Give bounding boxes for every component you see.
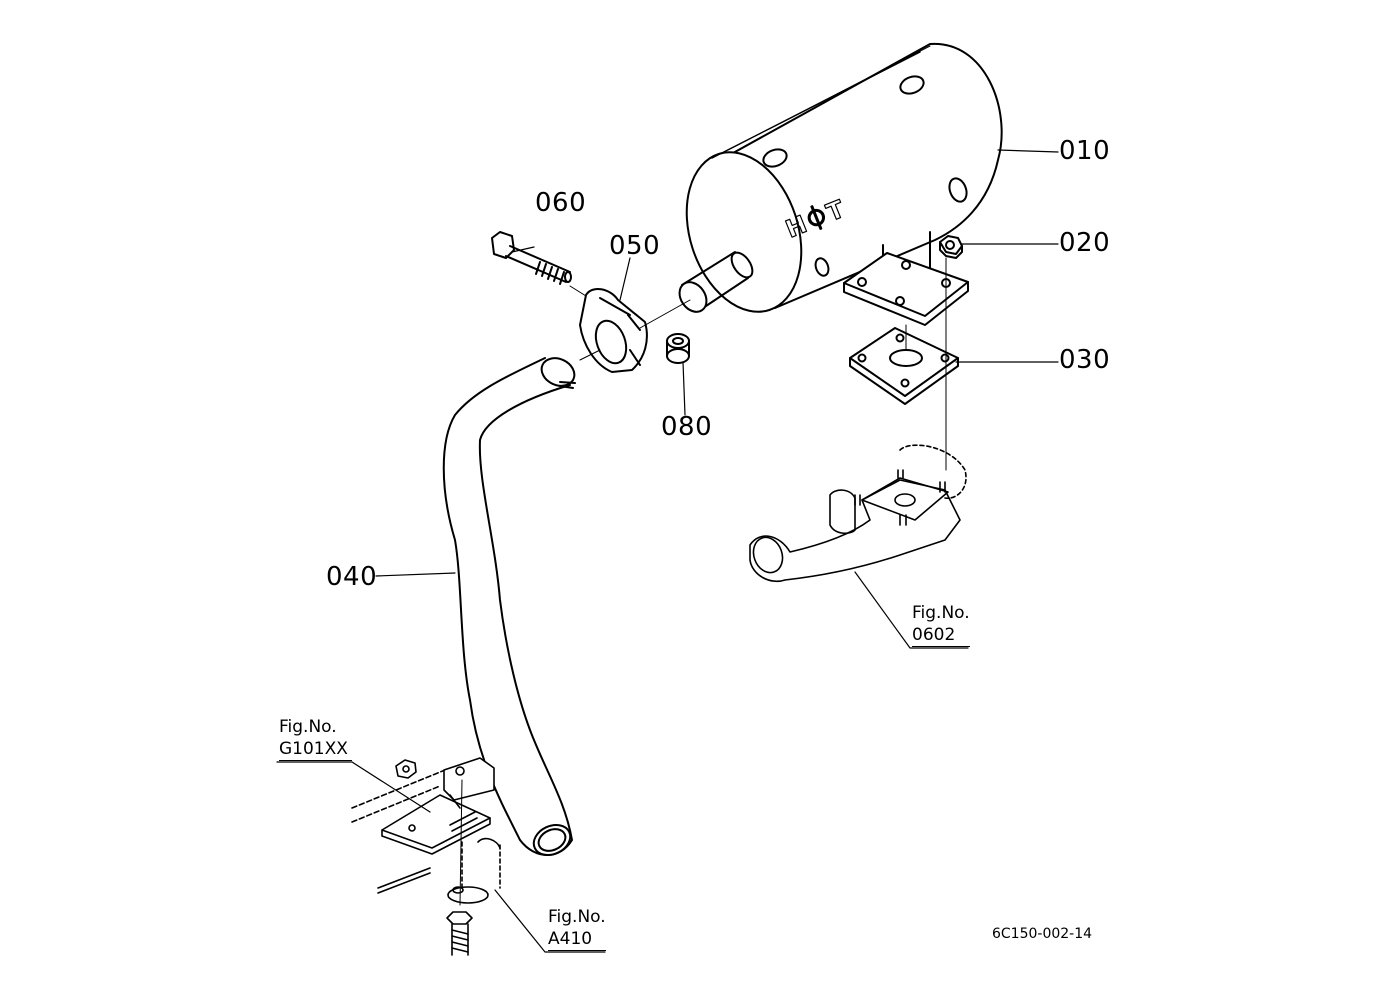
leader-lines	[276, 149, 1059, 953]
part-label-080: 080	[661, 412, 713, 442]
support-bracket-drawing	[351, 757, 501, 956]
part-label-030: 030	[1059, 345, 1111, 375]
fig-ref-0602[interactable]: Fig.No. 0602	[912, 602, 970, 647]
drawing-code: 6C150-002-14	[992, 926, 1093, 942]
gasket-030-drawing	[849, 327, 959, 405]
part-label-050: 050	[609, 231, 661, 261]
collar-080-drawing	[666, 333, 690, 364]
assembly-centre-lines	[459, 257, 947, 906]
nut-020-drawing	[939, 235, 963, 259]
fig-ref-number: A410	[548, 928, 606, 951]
exhaust-manifold-drawing	[749, 444, 967, 582]
bolt-060-drawing	[491, 231, 572, 285]
fig-ref-caption: Fig.No.	[548, 907, 606, 927]
fig-ref-caption: Fig.No.	[912, 603, 970, 623]
clamp-050-drawing	[579, 288, 648, 373]
fig-ref-caption: Fig.No.	[279, 717, 337, 737]
muffler-drawing	[678, 42, 1003, 326]
fig-ref-number: 0602	[912, 624, 970, 647]
part-label-020: 020	[1059, 228, 1111, 258]
fig-ref-G101XX[interactable]: Fig.No. G101XX	[279, 716, 352, 761]
fig-ref-A410[interactable]: Fig.No. A410	[548, 906, 606, 951]
tail-pipe-040-drawing	[442, 357, 576, 857]
part-label-040: 040	[326, 562, 378, 592]
part-label-010: 010	[1059, 136, 1111, 166]
part-label-060: 060	[535, 188, 587, 218]
fig-ref-number: G101XX	[279, 738, 352, 761]
